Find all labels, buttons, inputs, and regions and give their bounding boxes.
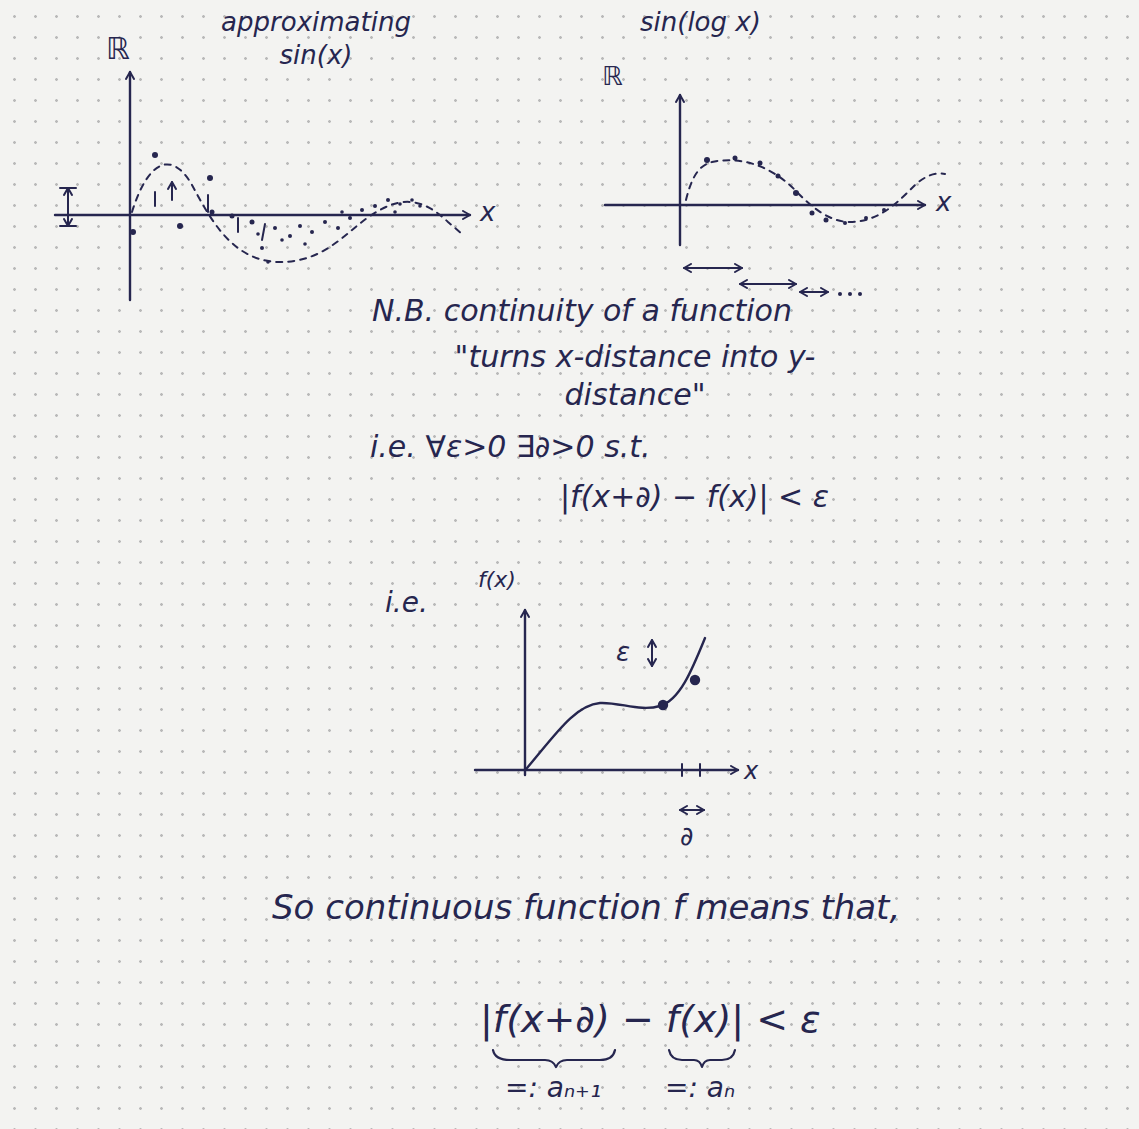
note-text: i.e. <box>385 585 428 620</box>
note-text: So continuous function f means that, <box>272 886 900 929</box>
continuity-graph <box>475 610 738 810</box>
right-plot <box>605 95 945 296</box>
underbrace <box>493 1050 735 1067</box>
plot-title: approximating sin(x) <box>196 6 436 71</box>
inequality: |f(x+∂) − f(x)| < ε <box>560 478 829 516</box>
axis-label: ℝ <box>106 30 130 68</box>
inequality: |f(x+∂) − f(x)| < ε <box>480 996 821 1044</box>
sequence-label: =: aₙ <box>665 1070 735 1105</box>
axis-label: x <box>936 186 951 219</box>
axis-label: f(x) <box>478 566 516 594</box>
plot-title: sin(log x) <box>640 6 761 39</box>
axis-label: ℝ <box>602 60 623 93</box>
axis-label: x <box>744 756 758 786</box>
note-text: N.B. continuity of a function <box>372 292 792 330</box>
sequence-label: =: aₙ₊₁ <box>505 1070 601 1105</box>
left-plot <box>55 72 470 300</box>
epsilon-label: ε <box>616 636 630 669</box>
note-quote: "turns x-distance into y-distance" <box>400 338 870 413</box>
delta-label: ∂ <box>680 820 693 853</box>
definition-text: i.e. ∀ε>0 ∃∂>0 s.t. <box>370 428 651 466</box>
axis-label: x <box>480 196 495 229</box>
